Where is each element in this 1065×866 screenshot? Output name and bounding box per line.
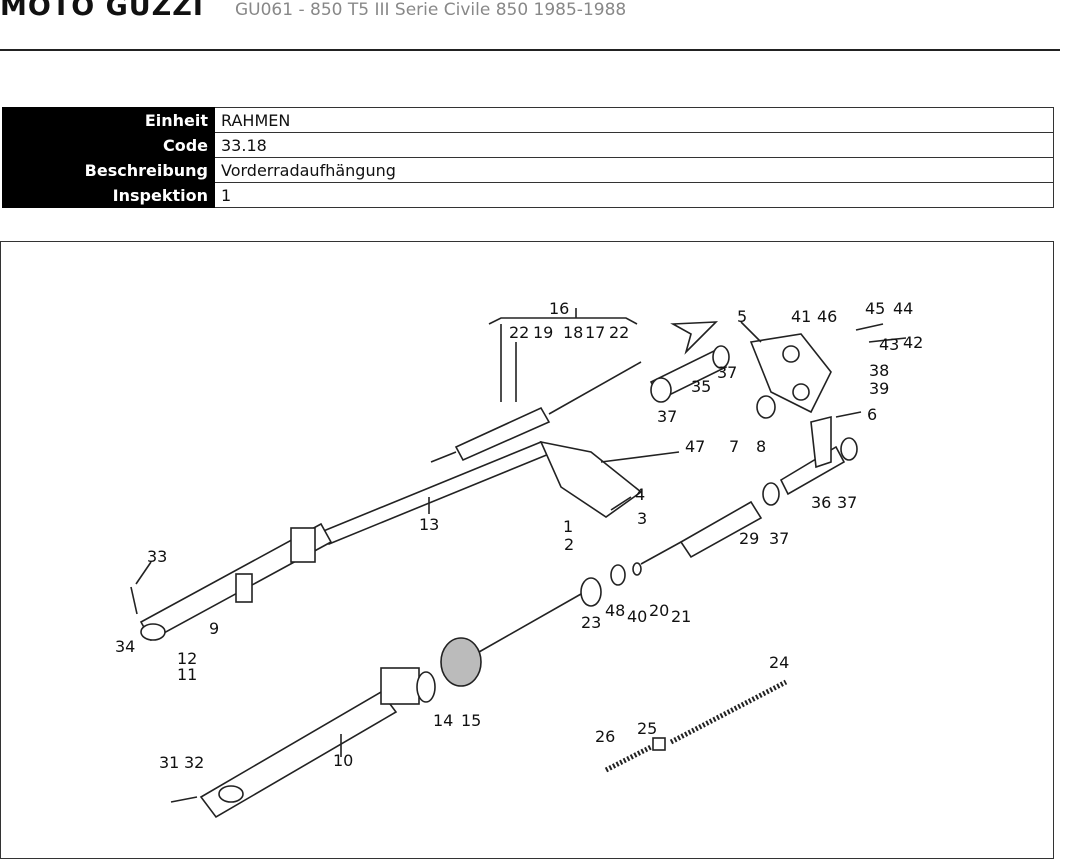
brand-logo: MOTO GUZZI [0,0,204,22]
part-callout-14: 14 [433,711,453,730]
model-title: GU061 - 850 T5 III Serie Civile 850 1985… [235,0,627,20]
part-callout-23: 23 [581,613,601,632]
info-row-code: Code 33.18 [2,132,1054,158]
info-row-beschreibung: Beschreibung Vorderradaufhängung [2,157,1054,183]
part-callout-9: 9 [209,619,219,638]
info-value: 1 [214,182,1054,208]
part-callout-43: 43 [879,335,899,354]
info-table: Einheit RAHMEN Code 33.18 Beschreibung V… [2,107,1054,208]
part-callout-41: 41 [791,307,811,326]
part-callout-10: 10 [333,751,353,770]
part-callout-36: 36 [811,493,831,512]
part-callout-16: 16 [549,299,569,318]
part-callout-29: 29 [739,529,759,548]
info-value: RAHMEN [214,107,1054,133]
part-callout-38: 38 [869,361,889,380]
info-key: Inspektion [2,182,215,208]
part-callout-4: 4 [635,485,645,504]
drawing-lines [130,308,907,819]
info-value: 33.18 [214,132,1054,158]
info-row-einheit: Einheit RAHMEN [2,107,1054,133]
info-value: Vorderradaufhängung [214,157,1054,183]
part-callout-1: 1 [563,517,573,536]
part-callout-12: 12 [177,649,197,668]
part-callout-37: 37 [769,529,789,548]
part-callout-22: 22 [509,323,529,342]
part-callout-26: 26 [595,727,615,746]
part-callout-37: 37 [717,363,737,382]
part-callout-6: 6 [867,405,877,424]
part-callout-39: 39 [869,379,889,398]
part-callout-35: 35 [691,377,711,396]
part-callout-11: 11 [177,665,197,684]
part-callout-3: 3 [637,509,647,528]
info-key: Code [2,132,215,158]
part-callout-34: 34 [115,637,135,656]
part-callout-40: 40 [627,607,647,626]
part-callout-37: 37 [657,407,677,426]
part-callout-47: 47 [685,437,705,456]
part-callout-33: 33 [147,547,167,566]
part-callout-31: 31 [159,753,179,772]
part-callout-15: 15 [461,711,481,730]
part-callout-32: 32 [184,753,204,772]
info-key: Einheit [2,107,215,133]
part-callout-5: 5 [737,307,747,326]
part-callout-13: 13 [419,515,439,534]
part-callout-8: 8 [756,437,766,456]
part-callout-21: 21 [671,607,691,626]
header-divider [0,49,1060,51]
part-callout-2: 2 [564,535,574,554]
part-callout-48: 48 [605,601,625,620]
part-callout-45: 45 [865,299,885,318]
part-callout-25: 25 [637,719,657,738]
info-row-inspektion: Inspektion 1 [2,182,1054,208]
part-callout-24: 24 [769,653,789,672]
part-callout-17: 17 [585,323,605,342]
part-callout-46: 46 [817,307,837,326]
part-callout-18: 18 [563,323,583,342]
part-callout-20: 20 [649,601,669,620]
page-header: MOTO GUZZI GU061 - 850 T5 III Serie Civi… [0,0,1065,52]
part-callout-7: 7 [729,437,739,456]
part-callout-42: 42 [903,333,923,352]
part-callout-19: 19 [533,323,553,342]
info-key: Beschreibung [2,157,215,183]
part-callout-37: 37 [837,493,857,512]
part-callout-22: 22 [609,323,629,342]
part-callout-44: 44 [893,299,913,318]
